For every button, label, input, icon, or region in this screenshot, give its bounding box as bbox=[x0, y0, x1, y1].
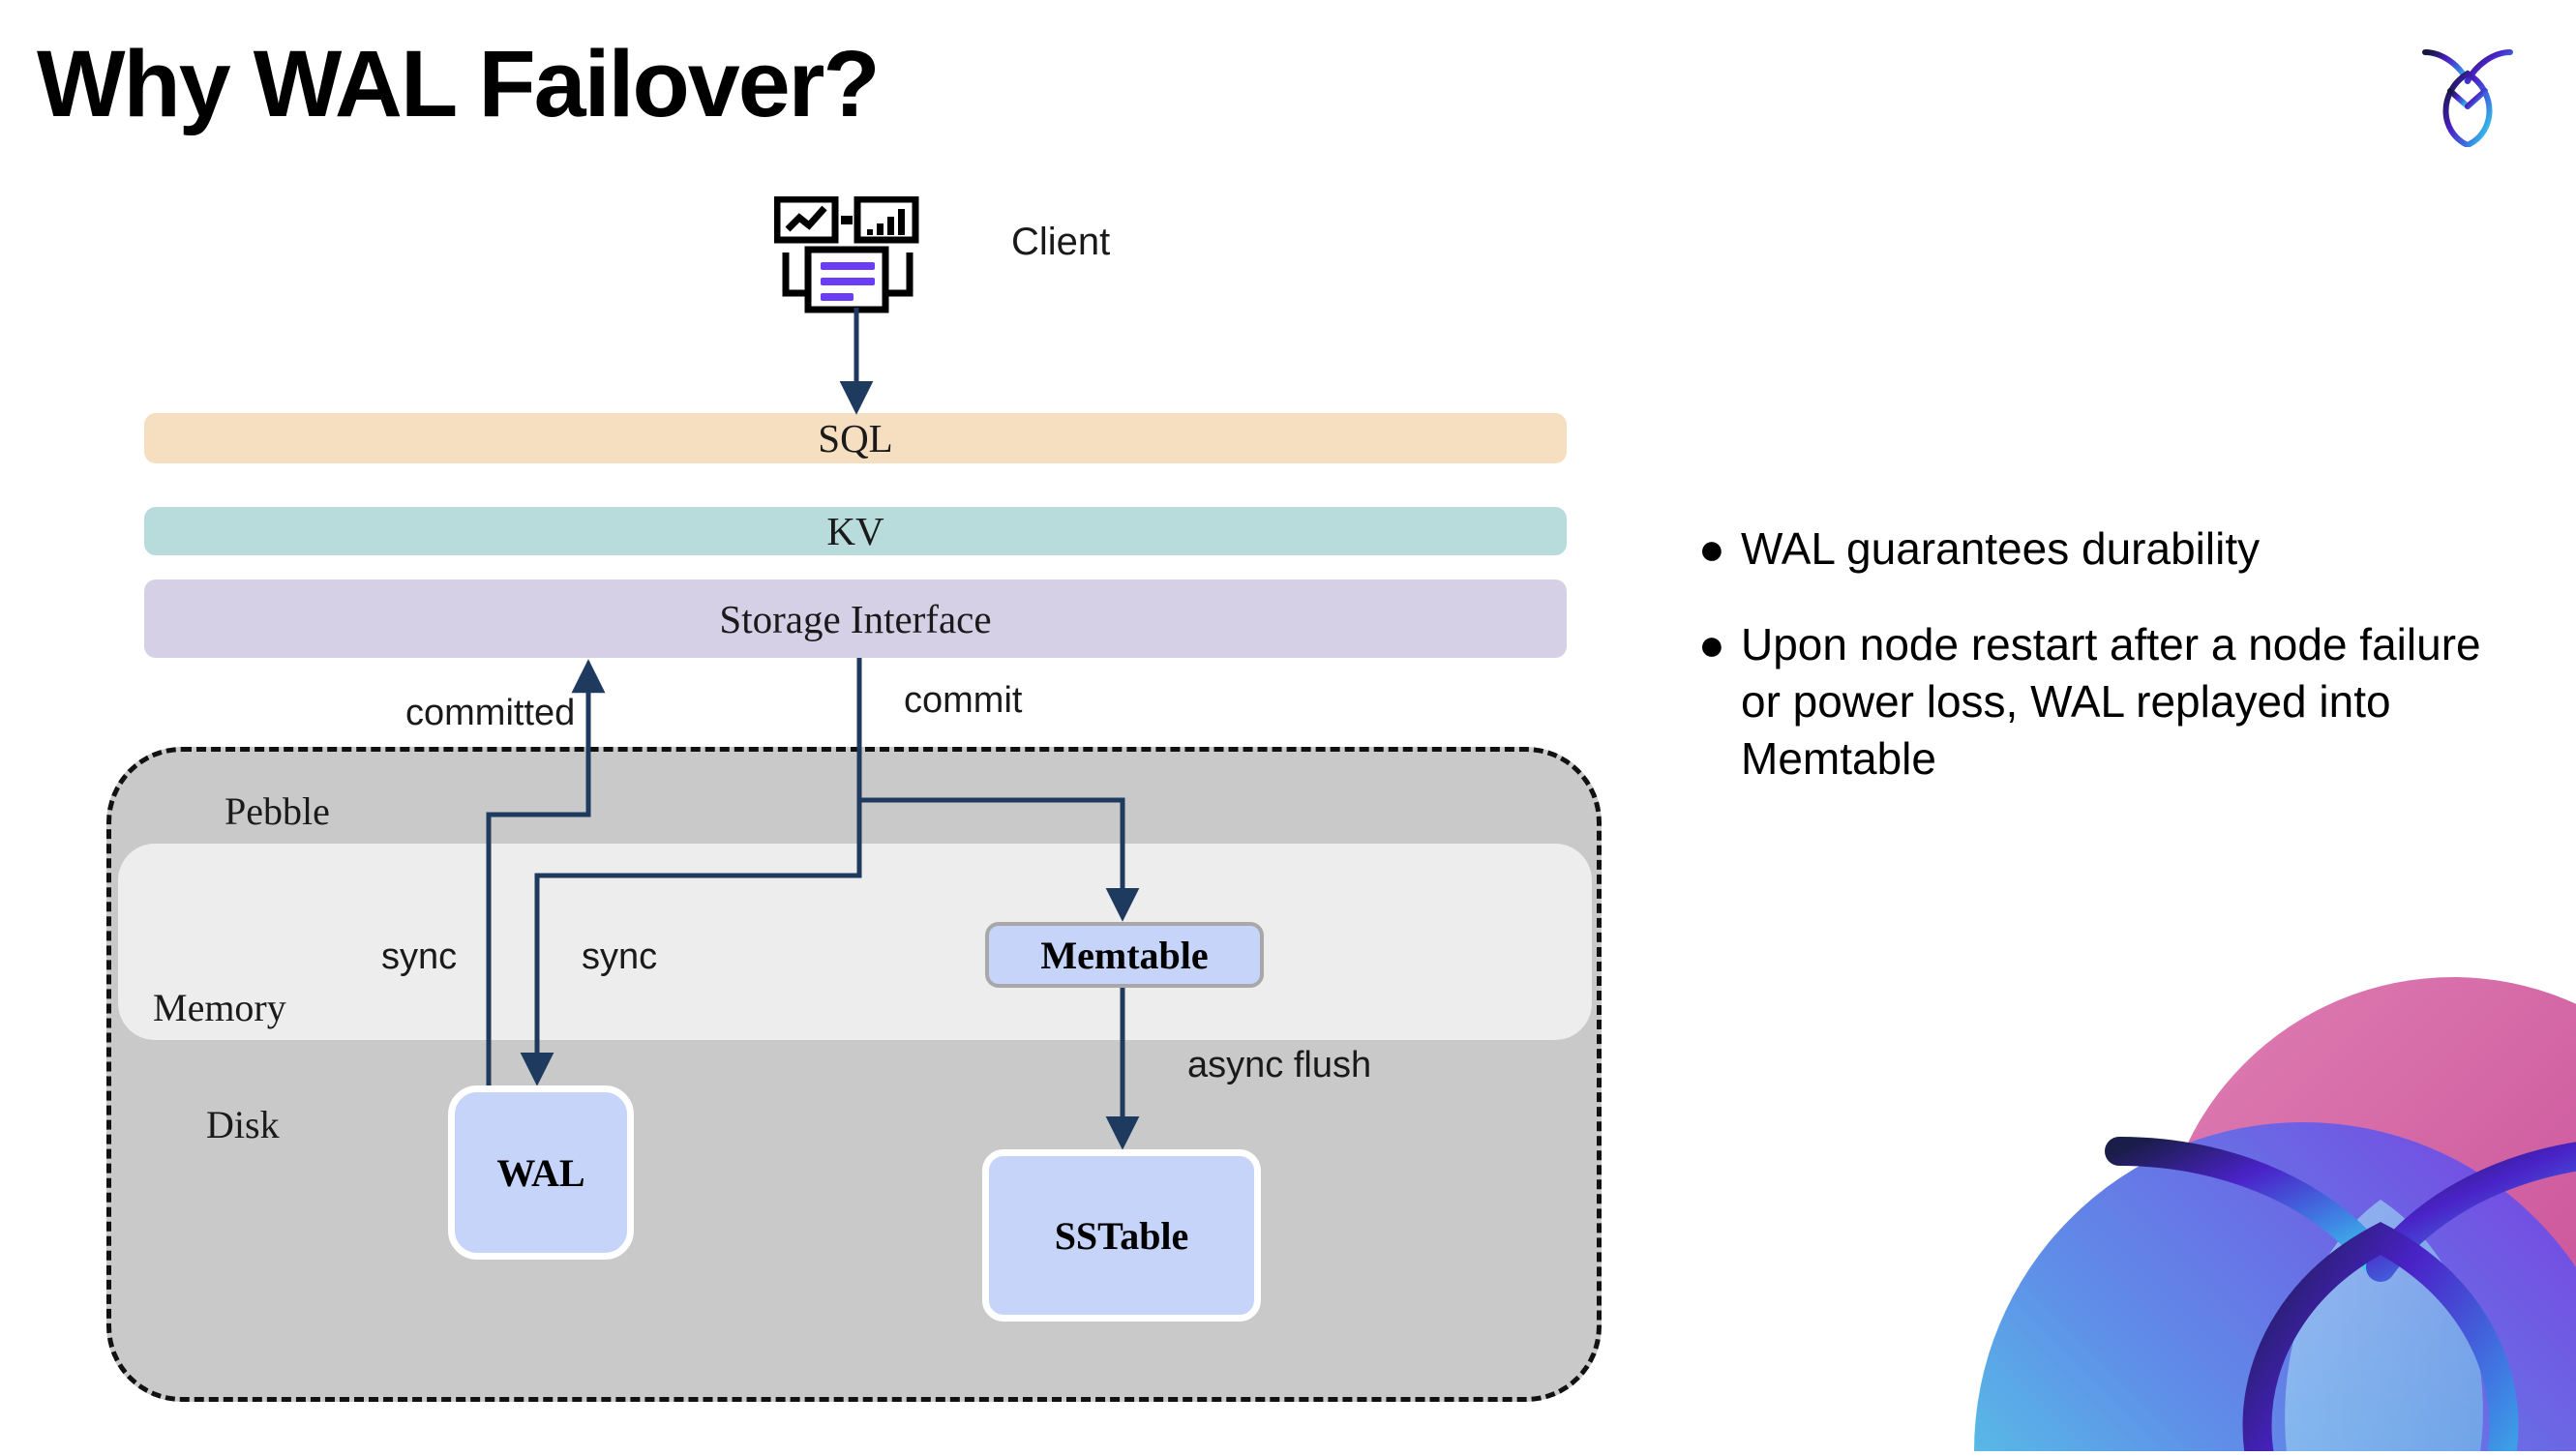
cockroach-watermark-icon bbox=[1926, 909, 2576, 1451]
list-item: ● WAL guarantees durability bbox=[1698, 520, 2511, 578]
node-sstable[interactable]: SSTable bbox=[982, 1149, 1261, 1322]
edge-label-sync-right: sync bbox=[582, 936, 658, 977]
page-title: Why WAL Failover? bbox=[37, 31, 881, 136]
memory-label: Memory bbox=[153, 986, 286, 1029]
node-sstable-label: SSTable bbox=[1054, 1213, 1189, 1258]
disk-label: Disk bbox=[206, 1103, 280, 1146]
layer-bar-storage: Storage Interface bbox=[144, 579, 1567, 658]
layer-label-storage: Storage Interface bbox=[719, 596, 992, 641]
cockroach-logo-icon bbox=[2410, 31, 2526, 149]
edge-label-committed: committed bbox=[405, 693, 576, 733]
architecture-diagram: Client SQL KV Storage Interface Pebble M… bbox=[106, 195, 1602, 1402]
layer-label-kv: KV bbox=[826, 509, 884, 553]
layer-label-sql: SQL bbox=[818, 416, 893, 461]
node-wal[interactable]: WAL bbox=[448, 1085, 634, 1260]
bullet-text: WAL guarantees durability bbox=[1741, 523, 2261, 574]
client-label: Client bbox=[1011, 221, 1111, 263]
edge-label-async-flush: async flush bbox=[1187, 1045, 1372, 1085]
list-item: ● Upon node restart after a node failure… bbox=[1698, 616, 2511, 787]
edge-label-sync-left: sync bbox=[381, 936, 458, 977]
bullet-text: Upon node restart after a node failure o… bbox=[1741, 618, 2481, 784]
node-memtable[interactable]: Memtable bbox=[985, 922, 1264, 988]
node-memtable-label: Memtable bbox=[1040, 933, 1209, 977]
client-dashboard-icon bbox=[773, 195, 924, 317]
layer-bar-sql: SQL bbox=[144, 413, 1567, 463]
edge-label-commit: commit bbox=[904, 680, 1023, 721]
pebble-label: Pebble bbox=[225, 789, 330, 833]
layer-bar-kv: KV bbox=[144, 507, 1567, 555]
memory-section bbox=[118, 844, 1592, 1040]
bullet-marker: ● bbox=[1698, 523, 1725, 574]
bullet-marker: ● bbox=[1698, 618, 1725, 669]
bullet-list: ● WAL guarantees durability ● Upon node … bbox=[1698, 520, 2511, 826]
node-wal-label: WAL bbox=[496, 1150, 585, 1195]
